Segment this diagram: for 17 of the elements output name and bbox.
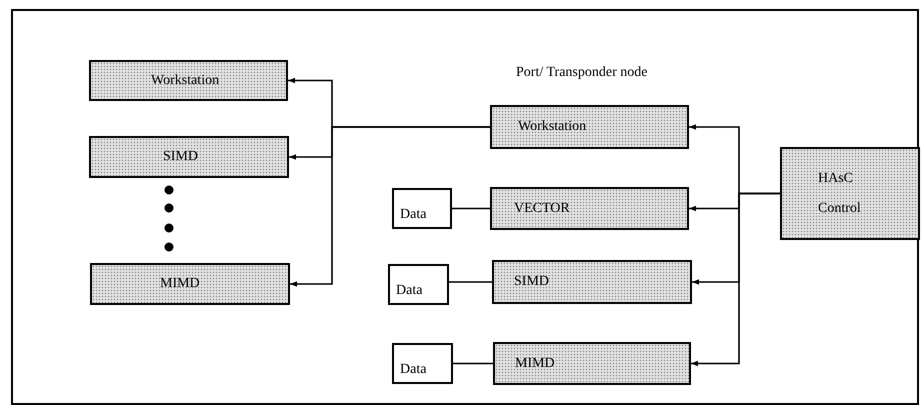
connector-line xyxy=(449,281,492,283)
box-label: Data xyxy=(400,207,426,223)
box-label: Data xyxy=(400,362,426,378)
box-label: SIMD xyxy=(163,149,198,165)
arrow xyxy=(290,126,490,287)
box-label: Data xyxy=(396,283,422,299)
connector-line xyxy=(453,362,493,364)
arrow xyxy=(691,192,780,366)
box-label: SIMD xyxy=(514,274,550,290)
box-label: MIMD xyxy=(515,356,555,372)
box-label: Workstation xyxy=(518,119,586,135)
connector-line xyxy=(452,208,490,210)
box-label: VECTOR xyxy=(514,200,570,216)
node-heading: Port/ Transponder node xyxy=(516,65,648,81)
box-label: MIMD xyxy=(160,276,200,292)
box-label: HAsC Control xyxy=(818,170,862,218)
box-label: Workstation xyxy=(151,72,220,88)
